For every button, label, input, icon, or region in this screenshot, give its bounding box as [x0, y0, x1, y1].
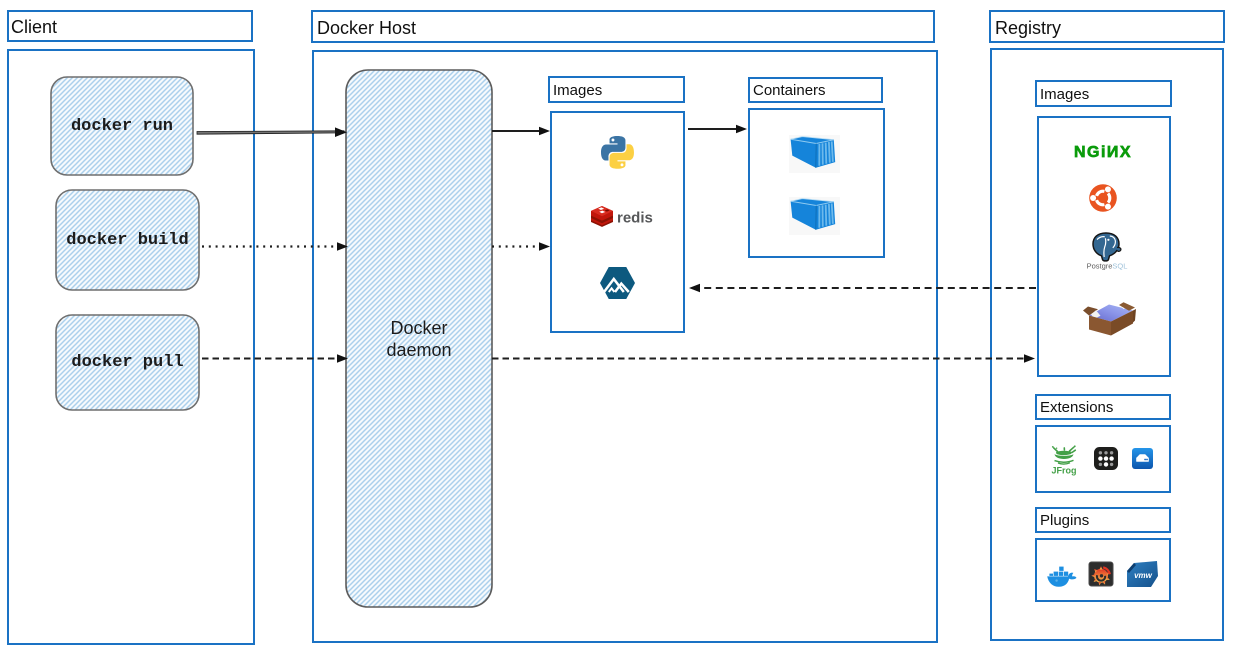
svg-text:JFrog: JFrog — [1051, 466, 1076, 476]
svg-text:redis: redis — [617, 210, 653, 227]
svg-text:PostgreSQL: PostgreSQL — [1087, 262, 1128, 271]
svg-text:NGiИX: NGiИX — [1074, 144, 1132, 161]
svg-text:vmw: vmw — [1134, 571, 1153, 580]
